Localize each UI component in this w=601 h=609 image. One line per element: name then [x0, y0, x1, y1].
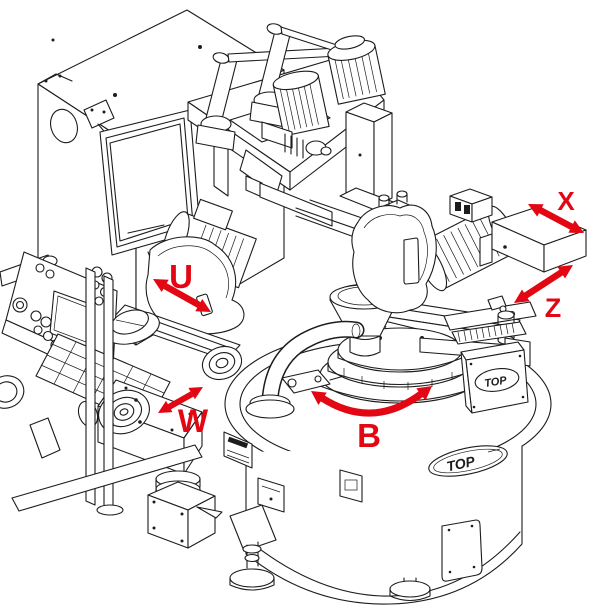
leveling-foot-center — [389, 577, 431, 602]
x-slide-box — [479, 207, 587, 273]
axis-arrow-x — [528, 204, 584, 233]
loader-motor-right — [327, 35, 386, 105]
platform-gearboxes — [261, 121, 332, 159]
base-logo-text: TOP — [445, 453, 477, 475]
axis-arrow-w — [158, 387, 203, 413]
coolant-pipe — [245, 320, 365, 419]
control-box: TOP — [451, 321, 529, 414]
control-box-logo-text: TOP — [484, 374, 509, 389]
axis-arrow-z — [514, 265, 573, 303]
frame-legs — [11, 267, 223, 549]
leveling-foot-left — [229, 504, 277, 591]
wheel-guard — [351, 204, 437, 314]
base-logo-badge: TOP — [428, 445, 508, 477]
axis-arrow-u — [153, 279, 211, 312]
u-axis-assembly — [110, 198, 257, 381]
axis-label-u: U — [169, 258, 193, 295]
loader-motor-left — [272, 70, 330, 137]
base-access-door — [441, 519, 483, 582]
axis-label-z: Z — [545, 293, 562, 323]
axis-arrow-b — [311, 386, 432, 417]
column — [339, 102, 397, 213]
axis-label-b: B — [357, 417, 381, 454]
axis-label-x: X — [557, 186, 575, 216]
axis-label-w: W — [178, 403, 209, 439]
